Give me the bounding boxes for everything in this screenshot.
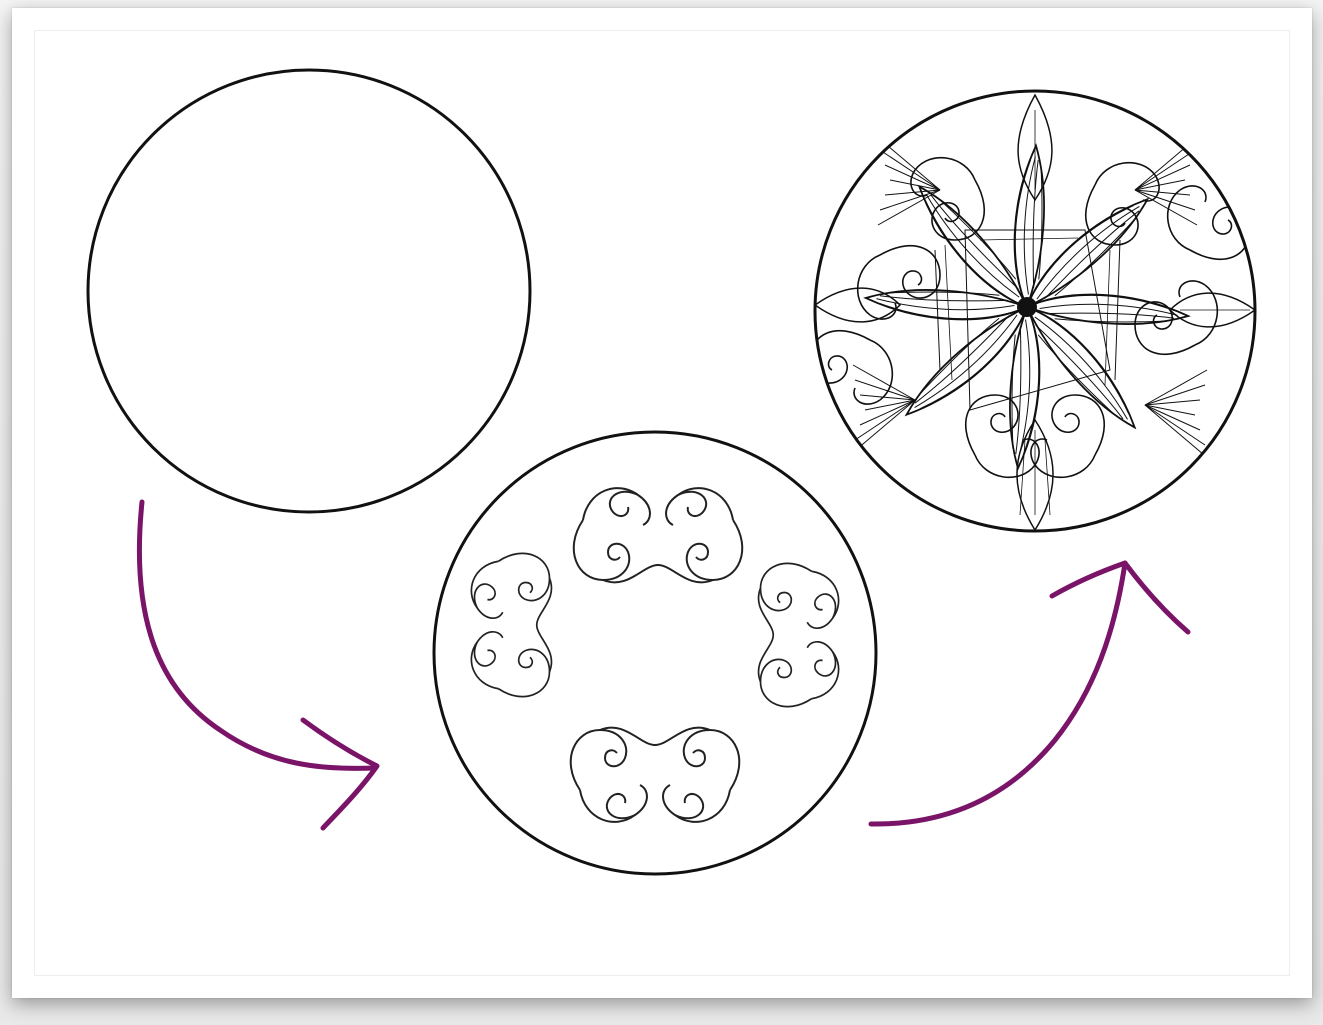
curved-arrow-up-right-icon [871, 563, 1188, 824]
step-2-circle [434, 432, 876, 874]
step-2-left-motif [471, 553, 551, 696]
step-2-bottom-motif [571, 728, 740, 822]
step-2-partial-pattern [434, 432, 876, 874]
step-1-empty-circle [88, 70, 530, 512]
curved-arrow-right-icon [139, 502, 377, 828]
step-2-top-motif [574, 488, 743, 582]
step-2-right-motif [758, 563, 838, 706]
step-3-center-dot [1017, 297, 1037, 317]
step-3-full-mandala [810, 91, 1255, 531]
